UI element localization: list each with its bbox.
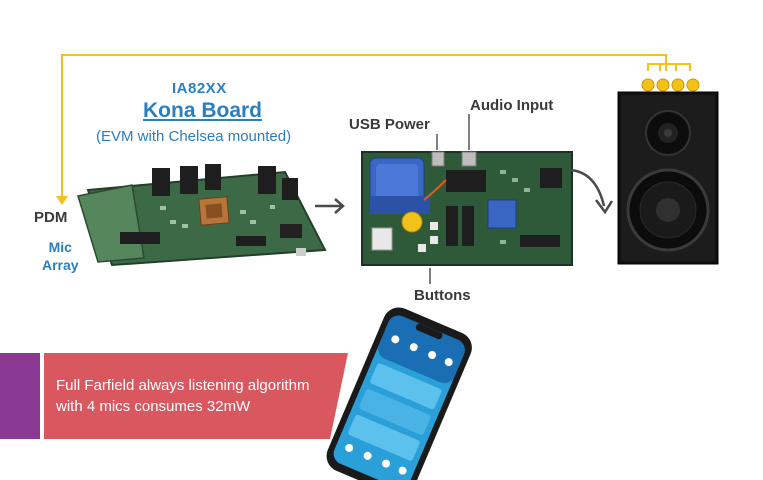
audio-out-arrow [569,168,614,215]
buttons-label: Buttons [414,287,471,304]
arrow-board-to-evm [315,198,345,214]
kona-board-subtitle: (EVM with Chelsea mounted) [96,128,292,145]
speaker-image [617,91,719,265]
mic-array-line1: Mic [48,239,72,255]
callout-lines [429,114,470,284]
phone-image [326,307,472,480]
kona-board-image [77,164,327,267]
banner-line2: with 4 mics consumes 32mW [56,398,251,415]
pdm-arrow-head [56,196,68,205]
banner-text: Full Farfield always listening algorithm… [56,375,309,417]
audio-input-label: Audio Input [470,97,554,114]
banner-line1: Full Farfield always listening algorithm [56,377,310,394]
mic-array-label: Mic Array [42,238,79,274]
kona-chip-label: IA82XX [172,80,227,97]
speaker-connectors [641,78,700,92]
evm-board-image [361,151,573,266]
pdm-label: PDM [34,209,68,226]
pdm-wire [61,54,691,198]
info-banner [0,353,348,439]
mic-array-line2: Array [42,257,79,273]
kona-board-title: Kona Board [143,99,263,122]
usb-power-label: USB Power [349,116,430,133]
